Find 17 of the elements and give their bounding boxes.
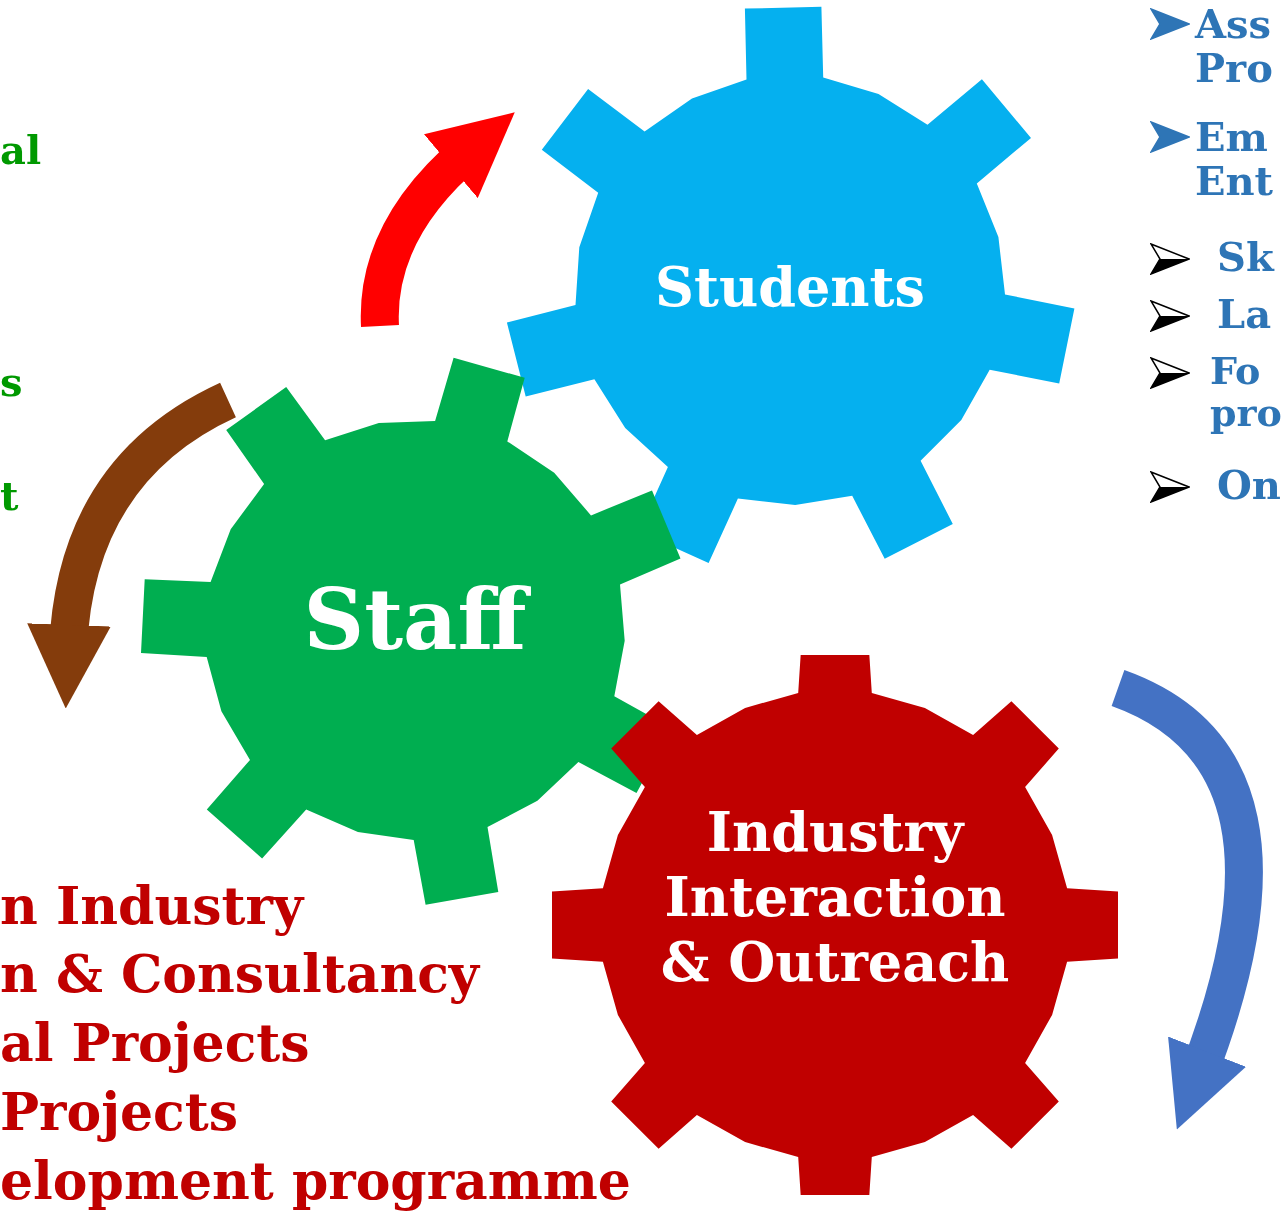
gear-label: Staff — [210, 570, 620, 671]
list-item: t — [0, 474, 19, 518]
list-item: al — [0, 128, 42, 172]
list-item: n & Consultancy — [0, 945, 480, 1003]
gear-label: Industry Interaction & Outreach — [659, 800, 1011, 995]
list-item: Em Ent — [1195, 115, 1275, 203]
list-item: Projects — [0, 1083, 239, 1141]
list-item: Ass Pro — [1195, 2, 1274, 90]
list-item: La — [1217, 292, 1272, 336]
list-item: Fo pro — [1210, 350, 1280, 434]
list-item: On — [1217, 463, 1281, 507]
list-item: Sk — [1217, 235, 1274, 279]
list-item: n Industry — [0, 877, 304, 935]
list-item: s — [0, 360, 23, 404]
list-item: al Projects — [0, 1014, 310, 1072]
list-item: elopment programme — [0, 1152, 631, 1210]
gear-label: Students — [654, 255, 926, 320]
